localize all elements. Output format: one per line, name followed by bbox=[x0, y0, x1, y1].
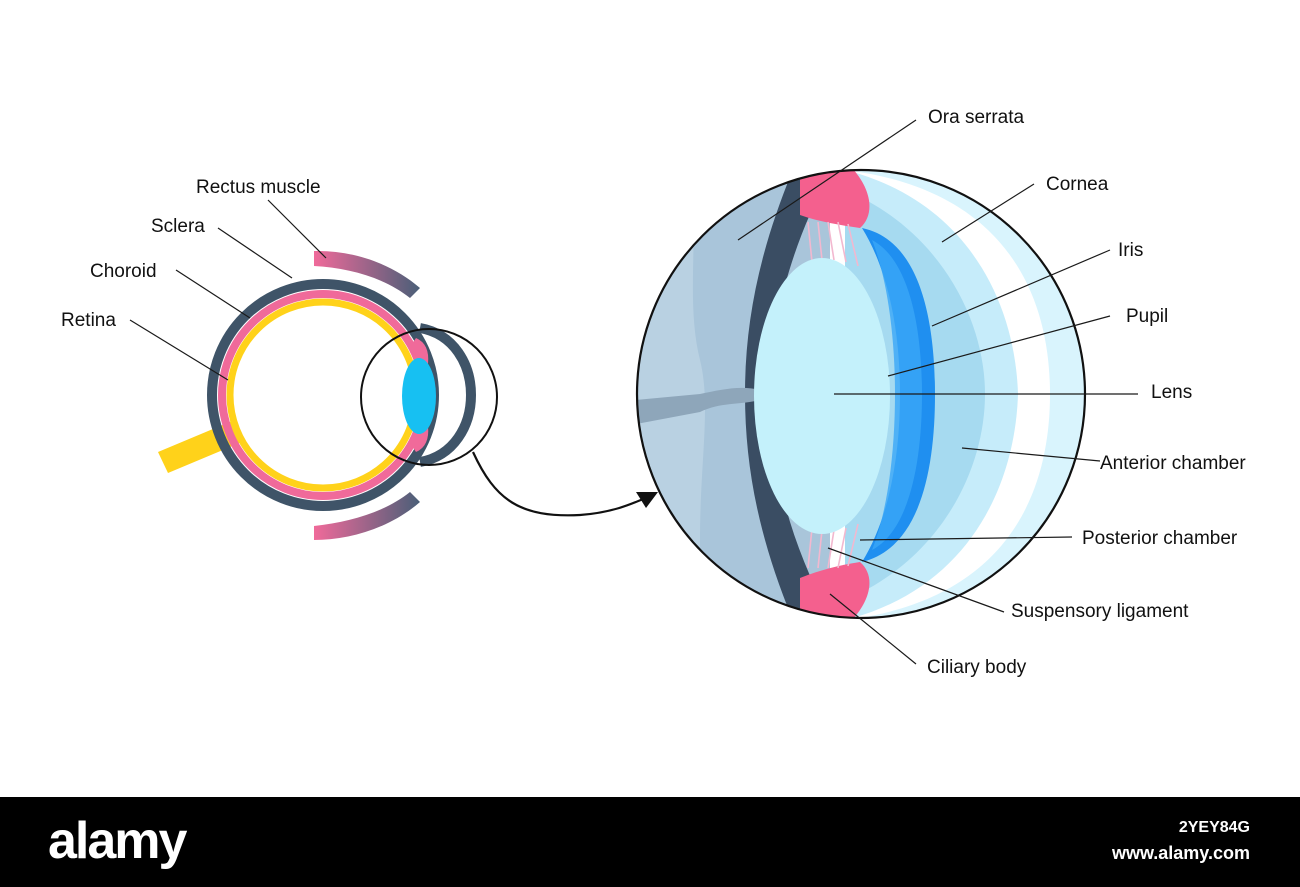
image-id: 2YEY84G bbox=[1179, 819, 1250, 837]
label-pupil: Pupil bbox=[1126, 306, 1168, 327]
label-retina: Retina bbox=[61, 310, 116, 331]
retina-ring bbox=[230, 302, 416, 488]
label-lens: Lens bbox=[1151, 382, 1192, 403]
eye-anatomy-diagram: Rectus muscle Sclera Choroid Retina Ora … bbox=[0, 0, 1300, 797]
label-cornea: Cornea bbox=[1046, 174, 1109, 195]
label-iris: Iris bbox=[1118, 240, 1143, 261]
small-lens bbox=[402, 358, 436, 434]
watermark-footer: alamy 2YEY84G www.alamy.com bbox=[0, 797, 1300, 887]
label-sclera: Sclera bbox=[151, 216, 205, 237]
label-ora-serrata: Ora serrata bbox=[928, 107, 1025, 128]
brand-logo: alamy bbox=[48, 811, 185, 871]
label-choroid: Choroid bbox=[90, 261, 157, 282]
zoom-arrow bbox=[473, 452, 650, 515]
small-eye bbox=[158, 251, 497, 540]
label-anterior-chamber: Anterior chamber bbox=[1100, 453, 1246, 474]
label-ciliary-body: Ciliary body bbox=[927, 657, 1027, 678]
label-rectus-muscle: Rectus muscle bbox=[196, 177, 321, 198]
label-posterior-chamber: Posterior chamber bbox=[1082, 528, 1238, 549]
label-suspensory-ligament: Suspensory ligament bbox=[1011, 601, 1189, 622]
site-url: www.alamy.com bbox=[1112, 843, 1250, 864]
magnified-eye bbox=[630, 165, 1090, 625]
lens-region bbox=[754, 258, 890, 534]
